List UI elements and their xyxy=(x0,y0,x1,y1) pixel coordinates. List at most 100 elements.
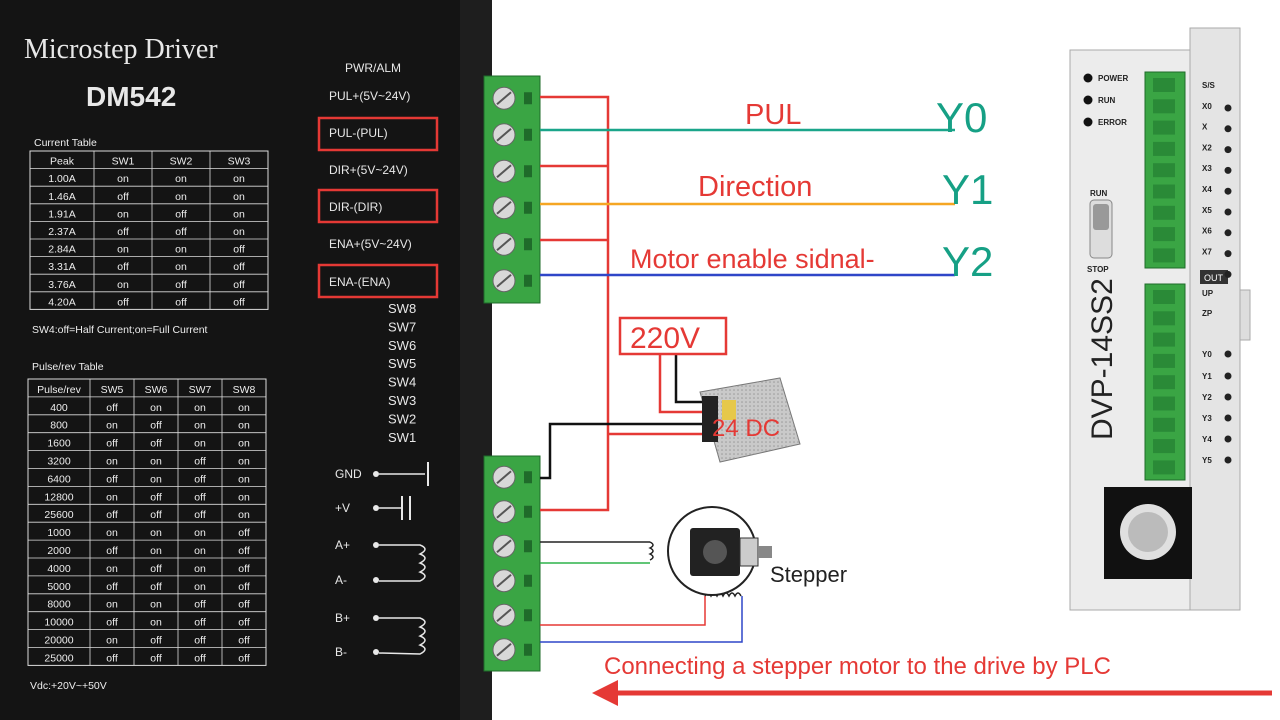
plc-terminal-slot xyxy=(1153,227,1175,242)
current-table-cell: off xyxy=(117,261,129,273)
sw4-note: SW4:off=Half Current;on=Full Current xyxy=(32,324,208,336)
current-table-cell: off xyxy=(175,208,187,220)
signal-labels: PUL+(5V~24V)PUL-(PUL)DIR+(5V~24V)DIR-(DI… xyxy=(329,89,412,289)
pulse-table-cell: on xyxy=(194,545,206,557)
power-label: A- xyxy=(335,573,347,587)
pulse-table-cell: off xyxy=(150,581,162,593)
plc-run-label: RUN xyxy=(1090,189,1108,198)
current-table-cell: on xyxy=(175,261,187,273)
plc xyxy=(1069,27,1251,611)
current-table-cell: on xyxy=(175,173,187,185)
terminal-socket xyxy=(524,201,532,214)
red-wire-pul-plus xyxy=(540,95,610,512)
current-table-cell: 4.20A xyxy=(48,296,75,308)
pulse-table-cell: on xyxy=(194,438,206,450)
plc-input-label: X0 xyxy=(1202,102,1212,111)
terminal-dot xyxy=(373,577,379,583)
screw-slot xyxy=(496,608,512,623)
current-table-cell: off xyxy=(175,296,187,308)
pulse-table-cell: 3200 xyxy=(47,456,71,468)
direction-annotation: Direction xyxy=(698,171,812,203)
plc-terminal-slot xyxy=(1153,460,1175,475)
plc-terminal-slot xyxy=(1153,120,1175,135)
coil-a xyxy=(648,541,654,561)
terminal-socket xyxy=(524,165,532,178)
driver-body xyxy=(0,0,492,720)
plc-output-label: Y1 xyxy=(1202,372,1212,381)
plc-terminal-slot xyxy=(1153,205,1175,220)
stepper-label: Stepper xyxy=(770,562,847,587)
current-table-header-cell: SW1 xyxy=(112,156,135,168)
pulse-table-cell: off xyxy=(194,509,206,521)
pulse-table-cell: off xyxy=(194,635,206,647)
current-table-cell: on xyxy=(233,226,245,238)
terminal-block xyxy=(483,455,541,672)
current-table-cell: 2.37A xyxy=(48,226,75,238)
terminal-socket xyxy=(524,609,532,622)
plc-io-led xyxy=(1224,146,1232,154)
plc-input-label: X7 xyxy=(1202,247,1212,256)
plc-output-label: Y3 xyxy=(1202,414,1212,423)
current-table-cell: off xyxy=(117,296,129,308)
screw-slot xyxy=(496,642,512,657)
plc-terminal-slot xyxy=(1153,248,1175,263)
signal-label: DIR-(DIR) xyxy=(329,200,382,214)
signal-label: ENA+(5V~24V) xyxy=(329,237,412,251)
highlight-ena-minus xyxy=(317,263,439,299)
pulse-table-header-cell: SW7 xyxy=(189,384,212,396)
screw-slot xyxy=(496,91,512,106)
terminal-block xyxy=(483,75,541,304)
screw-slot xyxy=(496,470,512,485)
plc-io-led xyxy=(1224,270,1232,278)
plc-terminal-slot xyxy=(1153,332,1175,347)
pulse-table-cell: on xyxy=(238,456,250,468)
plc-out-badge xyxy=(1200,270,1228,284)
plc-io-led xyxy=(1224,456,1232,464)
pwr-alm-label: PWR/ALM xyxy=(345,61,401,75)
pulse-table-cell: 1000 xyxy=(47,527,71,539)
pulse-table-cell: on xyxy=(238,473,250,485)
pulse-table-cell: off xyxy=(106,438,118,450)
pulse-table-cell: off xyxy=(150,420,162,432)
pulse-table-cell: off xyxy=(194,473,206,485)
current-table-title: Current Table xyxy=(34,137,97,149)
plc-output-label: ZP xyxy=(1202,309,1213,318)
plc-terminal-slot xyxy=(1153,141,1175,156)
terminal-socket xyxy=(524,274,532,287)
stepper-motor xyxy=(667,506,772,596)
pulse-table-cell: off xyxy=(238,563,250,575)
terminal-socket xyxy=(524,574,532,587)
current-table-cell: off xyxy=(233,261,245,273)
pulse-table-cell: on xyxy=(150,456,162,468)
pulse-table-cell: 12800 xyxy=(44,491,73,503)
dc-label: 24 DC xyxy=(712,415,780,442)
pulse-table-cell: 25000 xyxy=(44,652,73,664)
pulse-table-cell: off xyxy=(238,581,250,593)
pulse-table-cell: off xyxy=(150,635,162,647)
terminal-socket xyxy=(524,643,532,656)
terminal-socket xyxy=(524,92,532,105)
power-supply xyxy=(699,377,801,463)
enable-annotation: Motor enable sidnal- xyxy=(630,244,875,274)
pulse-table-header-cell: SW8 xyxy=(233,384,256,396)
switch-label: SW7 xyxy=(388,319,416,334)
caption: Connecting a stepper motor to the drive … xyxy=(604,653,1111,680)
pulse-table-cell: on xyxy=(106,491,118,503)
pulse-table-cell: on xyxy=(194,402,206,414)
plc-led xyxy=(1083,95,1093,105)
plc-input-label: X xyxy=(1202,123,1208,132)
pulse-table-cell: 800 xyxy=(50,420,68,432)
pulse-table-cell: off xyxy=(106,402,118,414)
pulse-table-cell: on xyxy=(238,438,250,450)
plc-input-label: S/S xyxy=(1202,81,1216,90)
coil-b xyxy=(704,592,742,598)
caption-arrow-head xyxy=(592,680,618,706)
plc-out-label: OUT xyxy=(1204,273,1224,283)
pulse-table-cell: 6400 xyxy=(47,473,71,485)
current-table-cell: on xyxy=(175,244,187,256)
power-label: +V xyxy=(335,501,350,515)
plc-terminal-slot xyxy=(1153,78,1175,92)
plc-input-label: X2 xyxy=(1202,143,1212,152)
